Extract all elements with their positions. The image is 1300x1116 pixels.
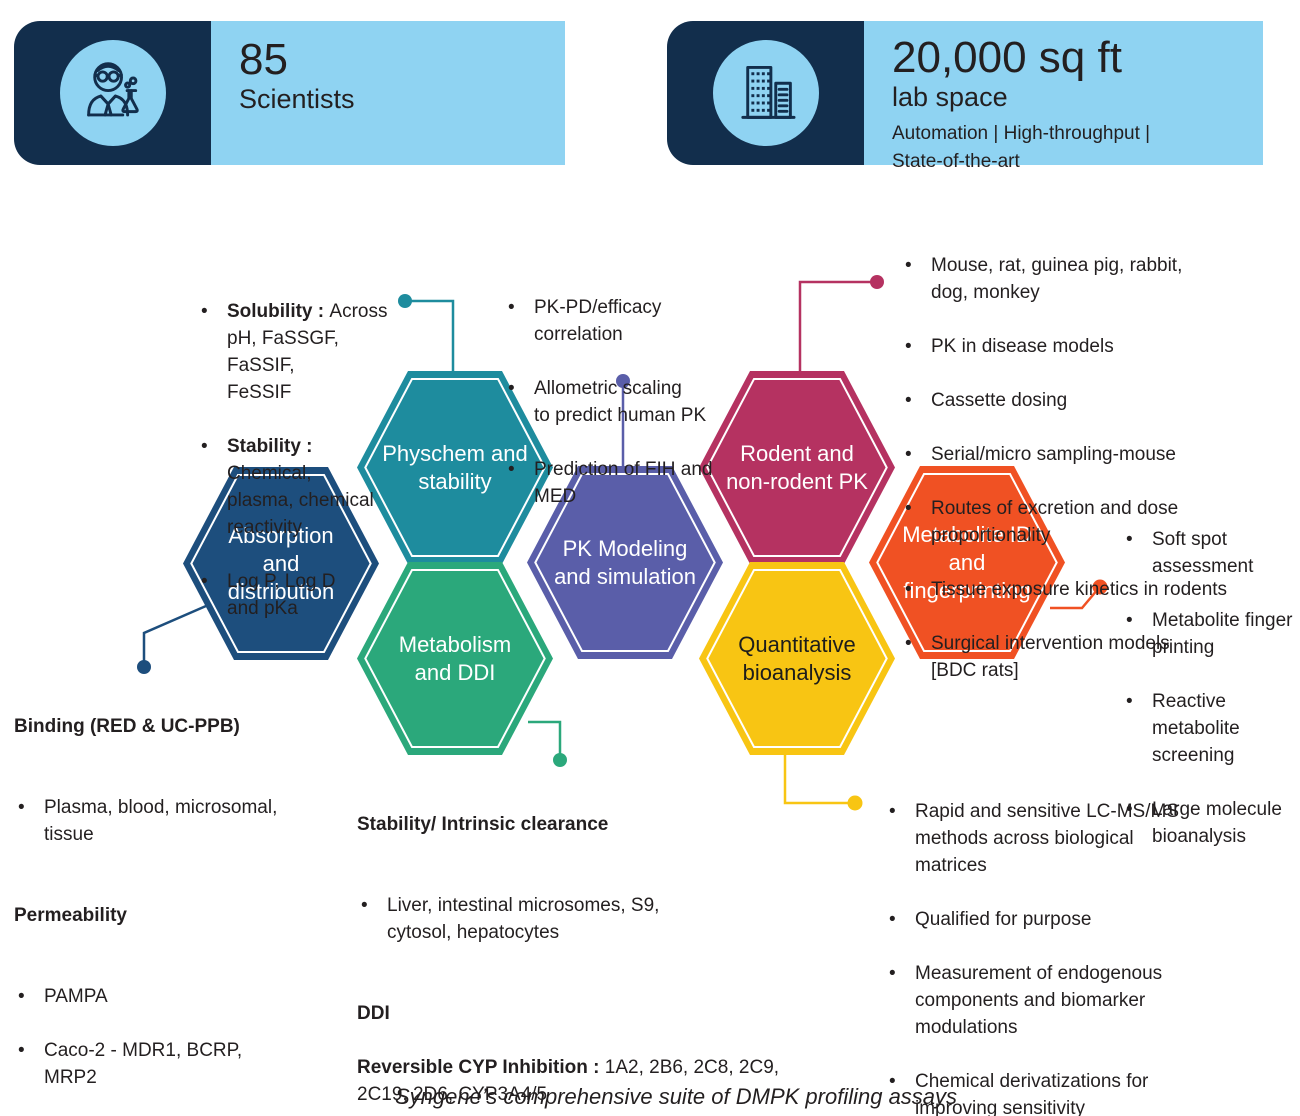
- list-item: Liver, intestinal microsomes, S9, cytoso…: [357, 892, 797, 946]
- lab-space-card-body: 20,000 sq ft lab space Automation | High…: [864, 21, 1263, 172]
- quantitative-connector-dot: [847, 795, 863, 811]
- rodent-connector-dot: [870, 275, 884, 289]
- absorption-assays-list: Binding (RED & UC-PPB) Plasma, blood, mi…: [14, 686, 324, 1116]
- scientist-icon-circle: [59, 40, 166, 146]
- list-item: PAMPA: [14, 983, 324, 1010]
- permeability-heading: Permeability: [14, 905, 127, 926]
- reversible-cyp-line: Reversible CYP Inhibition : 1A2, 2B6, 2C…: [357, 1057, 780, 1105]
- lab-space-feature-line-1: Automation | High-throughput |: [892, 123, 1151, 144]
- list-item: PK-PD/efficacy correlation: [504, 294, 754, 348]
- scientist-icon: [86, 62, 139, 117]
- list-item: Chemical derivatizations for improving s…: [885, 1068, 1195, 1116]
- metabolism-connector-dot: [553, 753, 567, 767]
- list-item: Log P, Log D and pKa: [197, 568, 397, 622]
- list-item: Routes of excretion and dose proportiona…: [901, 495, 1261, 549]
- lab-space-value: 20,000 sq ft: [892, 33, 1122, 82]
- buildings-icon: [740, 65, 795, 119]
- absorption-connector-dot: [137, 660, 151, 674]
- list-item: Prediction of FIH and MED: [504, 456, 754, 510]
- list-item: Solubility : Across pH, FaSSGF, FaSSIF, …: [197, 298, 397, 406]
- pk-modeling-assays-list: PK-PD/efficacy correlation Allometric sc…: [504, 240, 754, 564]
- quantitative-bioanalysis-list: Rapid and sensitive LC-MS/MS methods acr…: [885, 744, 1195, 1116]
- scientists-icon-panel: [14, 21, 211, 165]
- binding-heading: Binding (RED & UC-PPB): [14, 716, 240, 737]
- metabolism-ddi-assays-list: Stability/ Intrinsic clearance Liver, in…: [357, 784, 797, 1116]
- list-item: Rapid and sensitive LC-MS/MS methods acr…: [885, 798, 1195, 879]
- ddi-heading: DDI: [357, 1003, 390, 1024]
- metabolite-id-assays-list: Soft spot assessment Metabolite finger p…: [1122, 472, 1300, 904]
- stability-clearance-heading: Stability/ Intrinsic clearance: [357, 814, 609, 835]
- lab-space-icon-panel: [667, 21, 864, 165]
- list-item: Cassette dosing: [901, 387, 1261, 414]
- list-item: Soft spot assessment: [1122, 526, 1300, 580]
- rodent-connector-line: [798, 280, 875, 371]
- list-item: Reactive metabolite screening: [1122, 688, 1300, 769]
- scientists-stat-card: 85 Scientists: [14, 21, 565, 165]
- list-item: Allometric scaling to predict human PK: [504, 375, 754, 429]
- physchem-assays-list: Solubility : Across pH, FaSSGF, FaSSIF, …: [197, 244, 397, 676]
- scientists-count: 85: [239, 35, 288, 84]
- physchem-connector-dot: [398, 294, 412, 308]
- list-item: Stability : Chemical, plasma, chemical r…: [197, 433, 397, 541]
- list-item: Metabolite finger printing: [1122, 607, 1300, 661]
- scientists-label: Scientists: [239, 84, 355, 114]
- list-item: Serial/micro sampling-mouse: [901, 441, 1261, 468]
- hexagon-quantitative: [699, 562, 895, 755]
- lab-space-label: lab space: [892, 82, 1008, 112]
- rodent-pk-assays-list: Mouse, rat, guinea pig, rabbit, dog, mon…: [901, 198, 1261, 738]
- list-item: Mouse, rat, guinea pig, rabbit, dog, mon…: [901, 252, 1261, 306]
- list-item: Measurement of endogenous components and…: [885, 960, 1195, 1041]
- lab-space-feature-line-2: State-of-the-art: [892, 151, 1020, 172]
- buildings-icon-circle: [712, 40, 819, 146]
- list-item: Qualified for purpose: [885, 906, 1195, 933]
- lab-space-stat-card: 20,000 sq ft lab space Automation | High…: [667, 21, 1263, 172]
- physchem-connector-line: [407, 299, 455, 371]
- list-item: Caco-2 - MDR1, BCRP, MRP2: [14, 1037, 324, 1091]
- scientists-card-body: 85 Scientists: [211, 21, 565, 165]
- list-item: Plasma, blood, microsomal, tissue: [14, 794, 324, 848]
- list-item: PK in disease models: [901, 333, 1261, 360]
- list-item: Tissue exposure kinetics in rodents: [901, 576, 1261, 603]
- hexagon-metabolism: [357, 562, 553, 755]
- figure-caption: Syngene’s comprehensive suite of DMPK pr…: [394, 1084, 958, 1109]
